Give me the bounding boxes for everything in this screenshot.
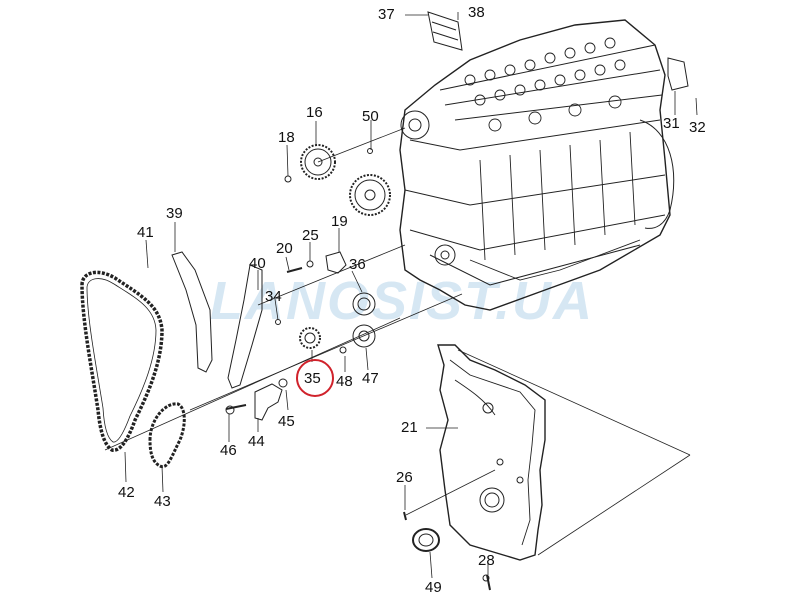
callout-38[interactable]: 38 — [468, 4, 485, 21]
washer-36 — [352, 292, 376, 316]
callout-35[interactable]: 35 — [304, 370, 321, 387]
callout-28[interactable]: 28 — [478, 552, 495, 569]
callout-41[interactable]: 41 — [137, 224, 154, 241]
callout-47[interactable]: 47 — [362, 370, 379, 387]
part-19 — [325, 251, 347, 274]
engine-block — [399, 19, 675, 311]
watermark-text: LANOSIST.UA — [210, 271, 594, 331]
callout-50[interactable]: 50 — [362, 108, 379, 125]
callout-40[interactable]: 40 — [249, 255, 266, 272]
sensor-31 — [667, 57, 689, 91]
callout-20[interactable]: 20 — [276, 240, 293, 257]
highlight-ring — [296, 359, 334, 397]
timing-cover-21 — [437, 344, 546, 561]
callout-48[interactable]: 48 — [336, 373, 353, 390]
callout-21[interactable]: 21 — [401, 419, 418, 436]
bolt-46 — [225, 404, 247, 410]
tensioner-rail-40 — [227, 264, 263, 389]
camshaft-sprocket-16 — [300, 144, 336, 180]
callout-42[interactable]: 42 — [118, 484, 135, 501]
callout-44[interactable]: 44 — [248, 433, 265, 450]
callout-45[interactable]: 45 — [278, 413, 295, 430]
callout-31[interactable]: 31 — [663, 115, 680, 132]
camshaft-sprocket-2 — [349, 174, 391, 216]
callout-43[interactable]: 43 — [154, 493, 171, 510]
crank-sprocket-35 — [299, 327, 321, 349]
callout-19[interactable]: 19 — [331, 213, 348, 230]
tensioner-44 — [254, 383, 283, 421]
callout-25[interactable]: 25 — [302, 227, 319, 244]
chain-guide-39 — [171, 251, 213, 373]
callout-36[interactable]: 36 — [349, 256, 366, 273]
callout-39[interactable]: 39 — [166, 205, 183, 222]
leader-lines — [104, 12, 698, 579]
callout-32[interactable]: 32 — [689, 119, 706, 136]
callout-37[interactable]: 37 — [378, 6, 395, 23]
timing-chain-42 — [80, 270, 164, 452]
oil-seal-49 — [412, 528, 440, 552]
bracket-37 — [427, 11, 463, 51]
callout-16[interactable]: 16 — [306, 104, 323, 121]
callout-49[interactable]: 49 — [425, 579, 442, 596]
callout-34[interactable]: 34 — [265, 288, 282, 305]
callout-46[interactable]: 46 — [220, 442, 237, 459]
callout-26[interactable]: 26 — [396, 469, 413, 486]
chain-43 — [148, 402, 186, 469]
callout-18[interactable]: 18 — [278, 129, 295, 146]
